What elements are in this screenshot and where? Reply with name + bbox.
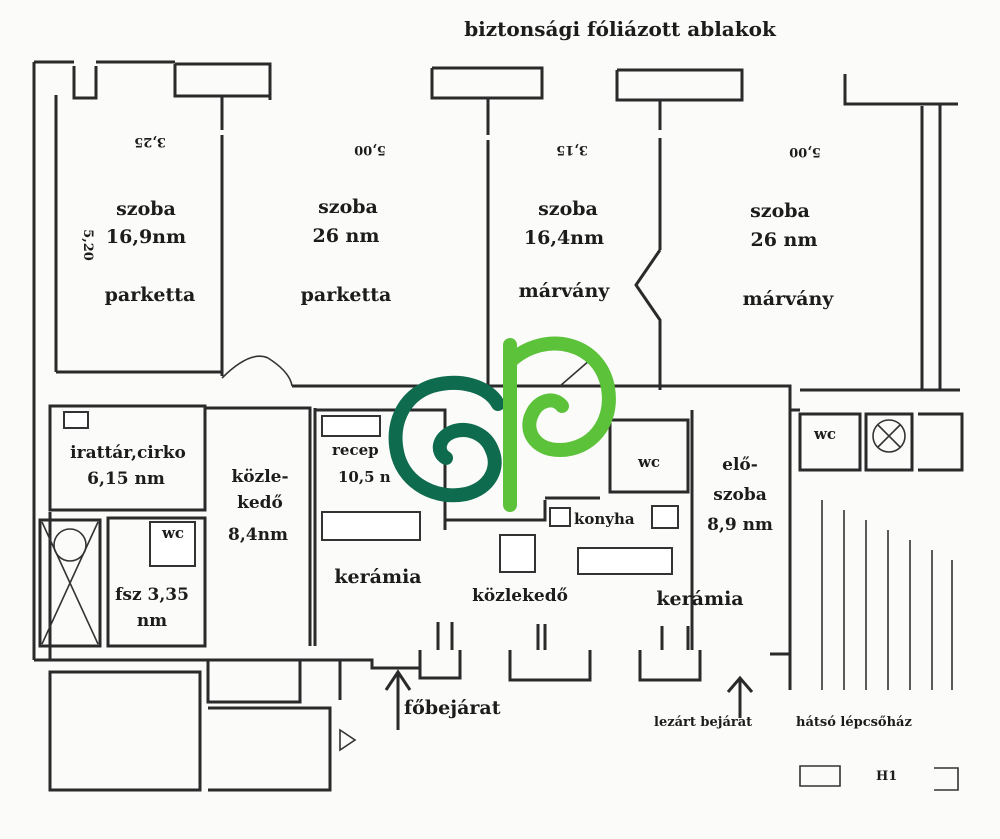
room-area: 16,4nm [524, 227, 604, 249]
outbuilding [48, 660, 357, 792]
floor-kozlekedo: közlekedő [472, 586, 568, 606]
room-3: szoba 16,4nm márvány [519, 198, 611, 302]
floor-keramia-right: kerámia [656, 588, 743, 610]
room-name: szoba [538, 198, 598, 220]
dim-label: 3,25 [134, 134, 166, 149]
room-4: szoba 26 nm márvány [743, 200, 835, 310]
closed-entrance-label: lezárt bejárat [654, 715, 752, 730]
kozle-area: 8,4nm [228, 525, 288, 545]
room-floor: márvány [519, 280, 611, 302]
dim-label: 3,15 [556, 142, 588, 157]
dimension-labels: 3,25 5,00 3,15 5,00 5,20 [80, 134, 821, 261]
center-walls [315, 408, 964, 690]
dim-label: 5,00 [789, 144, 821, 159]
kozle-line2: kedő [237, 493, 283, 513]
elo-line2: szoba [713, 485, 766, 505]
logo-swirl-light [505, 336, 616, 458]
room-name: szoba [116, 198, 176, 220]
irattar-name: irattár,cirko [70, 443, 186, 463]
back-stair-label: hátsó lépcsőház [796, 715, 912, 730]
main-entrance-label: főbejárat [404, 697, 501, 719]
wc-label: wc [637, 453, 660, 471]
dim-label: 5,00 [354, 142, 386, 157]
room-floor: parketta [301, 284, 392, 306]
konyha-label: konyha [574, 510, 635, 528]
irattar-area: 6,15 nm [87, 469, 165, 489]
room-name: szoba [318, 196, 378, 218]
window-boxes [72, 62, 958, 106]
outer-walls [32, 60, 960, 660]
door-arcs [221, 355, 591, 387]
room-floor: parketta [105, 284, 196, 306]
recep-name: recep [332, 441, 379, 459]
recep-area: 10,5 n [338, 468, 391, 486]
room-area: 26 nm [313, 225, 380, 247]
logo-swirl-dark [388, 375, 505, 503]
room-area: 16,9nm [106, 226, 186, 248]
floor-keramia-left: kerámia [334, 566, 421, 588]
room-2: szoba 26 nm parketta [301, 196, 392, 306]
fsz-unit: nm [137, 611, 167, 631]
room-area: 26 nm [751, 229, 818, 251]
kozle-line1: közle- [231, 467, 288, 487]
room-name: szoba [750, 200, 810, 222]
elo-area: 8,9 nm [707, 515, 773, 535]
agency-logo [388, 336, 616, 512]
elo-line1: elő- [722, 455, 758, 475]
wc-label: wc [161, 524, 184, 542]
back-staircase [799, 500, 959, 791]
front-wall [338, 622, 792, 700]
stair-code: H1 [876, 769, 897, 784]
lower-left-walls [34, 404, 340, 662]
room-1: szoba 16,9nm parketta [105, 198, 196, 306]
dim-label: 5,20 [80, 229, 95, 261]
plan-title: biztonsági fóliázott ablakok [464, 17, 777, 41]
entrance-arrows [384, 669, 754, 730]
fsz-area: fsz 3,35 [115, 585, 189, 605]
room-floor: márvány [743, 288, 835, 310]
wc-label: wc [813, 425, 836, 443]
